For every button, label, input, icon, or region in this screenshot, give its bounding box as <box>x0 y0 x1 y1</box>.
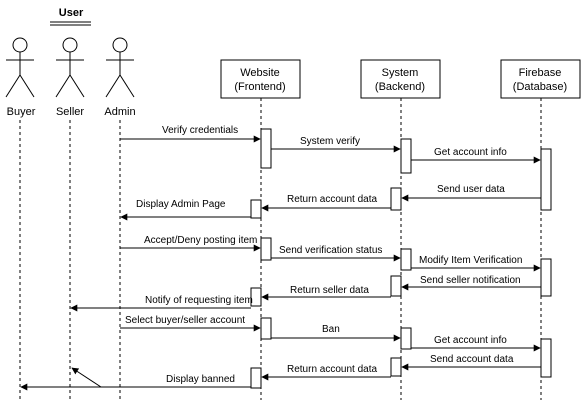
participant-box-system <box>360 59 441 99</box>
message-label-m10: Send seller notification <box>420 275 521 286</box>
activation-website-4 <box>250 287 262 307</box>
message-label-m3: Get account info <box>434 147 507 158</box>
message-label-m2: System verify <box>300 136 361 147</box>
message-label-m16: Send account data <box>430 354 514 365</box>
message-label-m18: Display banned <box>166 374 235 385</box>
message-label-m13: Select buyer/seller account <box>125 315 246 326</box>
activation-system-4 <box>390 275 402 297</box>
participant-box-website <box>220 59 301 99</box>
participant-firebase-title: Firebase <box>518 67 562 79</box>
activation-website-2 <box>250 199 262 219</box>
activation-firebase-2 <box>540 258 552 297</box>
participant-box-firebase <box>500 59 581 99</box>
participant-system-title: System <box>381 67 419 79</box>
activation-system-2 <box>390 187 402 211</box>
actor-buyer-label: Buyer <box>6 106 36 118</box>
message-label-m8: Send verification status <box>279 245 383 256</box>
arrow-seller-diagonal <box>71 367 102 388</box>
activation-firebase-3 <box>540 338 552 378</box>
activation-website-5 <box>260 317 272 340</box>
message-label-m6: Display Admin Page <box>136 199 226 210</box>
actor-admin-figure <box>105 37 135 98</box>
participant-website-title: Website <box>240 67 280 79</box>
activation-system-5 <box>400 327 412 350</box>
message-label-m7: Accept/Deny posting item <box>144 235 258 246</box>
activation-system-6 <box>390 357 402 377</box>
participant-system-label: System (Backend) <box>375 66 425 94</box>
message-label-m12: Notify of requesting item <box>145 295 253 306</box>
message-arrows <box>20 135 541 391</box>
message-label-m11: Return seller data <box>290 285 369 296</box>
participant-website-label: Website (Frontend) <box>234 66 285 94</box>
actor-admin-label: Admin <box>104 106 136 118</box>
message-label-m15: Get account info <box>434 335 507 346</box>
message-label-m1: Verify credentials <box>162 125 239 136</box>
message-label-m14: Ban <box>322 324 340 335</box>
activation-bars <box>250 128 552 389</box>
activation-website-1 <box>260 128 272 169</box>
participant-firebase-subtitle: (Database) <box>512 81 568 93</box>
activation-firebase-1 <box>540 148 552 211</box>
participant-system-subtitle: (Backend) <box>374 81 426 93</box>
participant-firebase-label: Firebase (Database) <box>513 66 567 94</box>
activation-system-1 <box>400 138 412 174</box>
message-label-m17: Return account data <box>287 364 378 375</box>
user-group-label: User <box>58 7 84 19</box>
actor-seller-figure <box>55 37 85 98</box>
message-label-m4: Send user data <box>437 184 505 195</box>
message-label-m5: Return account data <box>287 194 378 205</box>
user-group-underline <box>50 21 91 26</box>
participant-website-subtitle: (Frontend) <box>234 81 286 93</box>
activation-website-6 <box>250 367 262 389</box>
activation-website-3 <box>260 237 272 261</box>
actor-buyer-figure <box>5 37 35 98</box>
activation-system-3 <box>400 248 412 271</box>
message-label-m9: Modify Item Verification <box>419 255 523 266</box>
actor-seller-label: Seller <box>55 106 85 118</box>
